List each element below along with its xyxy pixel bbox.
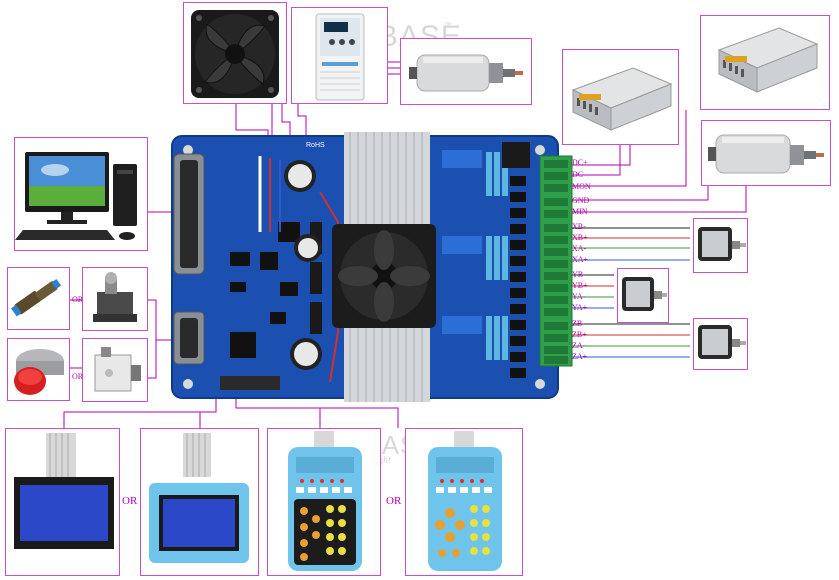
power-supply-box-2 xyxy=(700,15,830,110)
proximity-sensor-box xyxy=(7,267,70,330)
terminal-label: XA- xyxy=(572,244,587,253)
board-marking: RoHS xyxy=(306,142,325,149)
watermark-top-tm: ™ xyxy=(444,22,451,29)
terminal-label: DC+ xyxy=(572,158,588,167)
stepper-motor-x-box xyxy=(693,218,748,273)
spindle-box-2 xyxy=(701,120,831,186)
power-supply-icon-2 xyxy=(717,27,819,93)
limit-switch-icon-2 xyxy=(94,347,141,392)
vfd-icon xyxy=(315,13,365,101)
lcd-screen-icon xyxy=(14,433,114,549)
terminal-label: YA- xyxy=(572,292,586,301)
terminal-label: ZA+ xyxy=(572,352,588,361)
stepper-motor-icon xyxy=(698,227,746,261)
lcd-box-2 xyxy=(140,428,259,576)
vfd-box xyxy=(291,7,388,104)
power-supply-icon xyxy=(571,67,673,131)
lcd-box-1 xyxy=(5,428,120,576)
terminal-label: ZA- xyxy=(572,341,586,350)
stepper-motor-icon-3 xyxy=(698,325,746,359)
fan-icon xyxy=(191,10,279,98)
lcd-screen-icon-2 xyxy=(149,433,249,563)
limit-switch-box-2 xyxy=(82,338,148,402)
computer-icon xyxy=(15,152,137,240)
terminal-label: YB+ xyxy=(572,281,588,290)
stepper-motor-z-box xyxy=(693,318,748,370)
spindle-icon-2 xyxy=(708,134,824,174)
proximity-sensor-icon xyxy=(11,278,62,317)
terminal-label: ZB- xyxy=(572,319,585,328)
or-label-lcd: OR xyxy=(122,495,138,507)
controller-board xyxy=(171,132,573,402)
terminal-label: DC- xyxy=(572,170,586,179)
spindle-box-1 xyxy=(400,38,532,105)
terminal-label: XB- xyxy=(572,222,586,231)
power-supply-box-1 xyxy=(562,49,679,145)
stepper-motor-icon-2 xyxy=(622,277,667,311)
terminal-label: YA+ xyxy=(572,303,588,312)
spindle-icon xyxy=(409,54,523,92)
computer-box xyxy=(14,137,148,251)
terminal-label: GND xyxy=(572,196,590,205)
handheld-pendant-icon-2 xyxy=(428,431,502,571)
terminal-label: XA+ xyxy=(572,255,589,264)
emergency-stop-box xyxy=(7,338,70,401)
terminal-label: YB- xyxy=(572,270,586,279)
limit-switch-icon xyxy=(93,272,137,322)
handheld-pendant-icon xyxy=(288,431,362,571)
terminal-label: MIN xyxy=(572,207,588,216)
emergency-stop-icon xyxy=(14,349,64,395)
terminal-label: MON xyxy=(572,182,591,191)
or-label-sensors: OR xyxy=(72,295,84,304)
terminal-label: XB+ xyxy=(572,233,588,242)
pendant-box-2 xyxy=(405,428,523,576)
cooling-fan-box xyxy=(183,2,287,104)
or-label-pendant: OR xyxy=(386,495,402,507)
pendant-box-1 xyxy=(267,428,381,576)
or-label-switches: OR xyxy=(72,372,84,381)
terminal-label: ZB+ xyxy=(572,330,587,339)
limit-switch-box-1 xyxy=(82,267,148,331)
stepper-motor-y-box xyxy=(617,268,669,323)
